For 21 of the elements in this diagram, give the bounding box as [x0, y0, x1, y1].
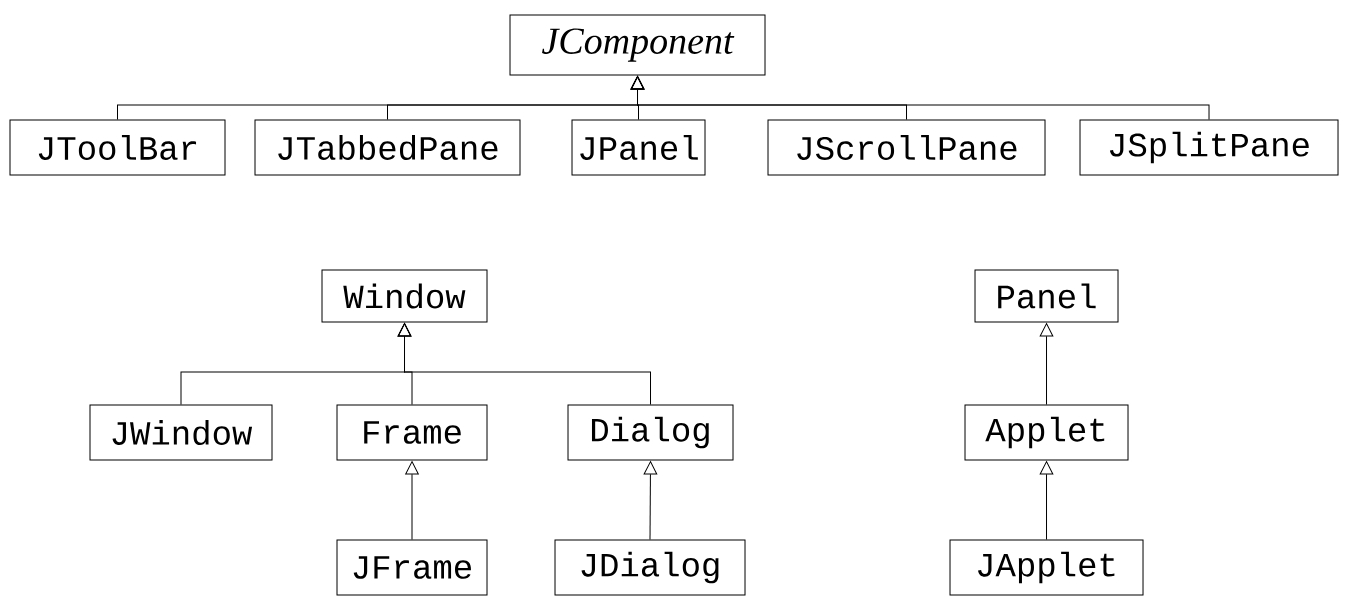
inheritance-arrow [1039, 323, 1054, 405]
inheritance-arrow [1039, 461, 1054, 540]
class-box: JFrame [336, 539, 488, 596]
inheritance-arrow [405, 461, 419, 540]
inheritance-arrow [643, 461, 658, 540]
class-box: JApplet [949, 539, 1144, 596]
class-box: Window [321, 269, 488, 323]
class-box: Applet [964, 404, 1129, 461]
class-box: JScrollPane [767, 119, 1046, 176]
class-box: Dialog [567, 404, 734, 461]
class-box: JWindow [89, 404, 273, 461]
class-box: JTabbedPane [254, 119, 521, 176]
inheritance-arrow [630, 76, 1210, 120]
class-box: JComponent [509, 14, 766, 76]
class-box: JToolBar [9, 119, 226, 176]
class-box: JDialog [554, 539, 746, 596]
class-box: Panel [974, 269, 1119, 323]
class-box: JPanel [571, 119, 706, 176]
class-box: Frame [336, 404, 488, 461]
inheritance-arrow [397, 323, 651, 405]
class-box: JSplitPane [1079, 119, 1339, 176]
